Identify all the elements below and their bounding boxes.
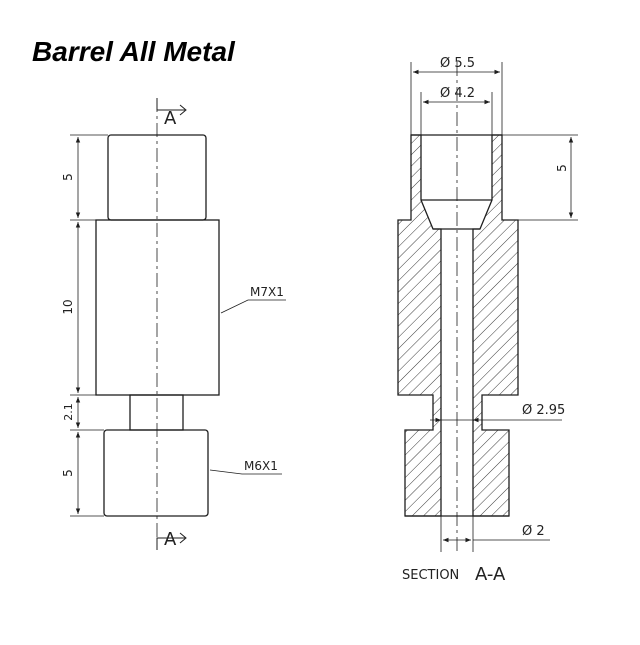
- thread-label-upper: M7X1: [250, 285, 284, 299]
- section-view: [397, 62, 578, 555]
- drawing-title: Barrel All Metal: [32, 36, 235, 67]
- leader-thread-upper: [220, 299, 286, 314]
- dim-label-bottom-length: 5: [61, 469, 75, 477]
- thread-label-lower: M6X1: [244, 459, 278, 473]
- section-view-labels: Ø 5.5 Ø 4.2 5 Ø 2.95 Ø 2 SECTION A-A: [402, 56, 569, 585]
- section-marker-bottom-line: [156, 537, 185, 550]
- dim-label-top-length: 5: [61, 173, 75, 181]
- section-marker-bottom-arrow: [179, 532, 187, 544]
- section-marker-top-label: A: [164, 108, 177, 129]
- section-wall-left: [397, 134, 442, 517]
- dim-label-middle-length: 10: [61, 299, 75, 314]
- left-extension-lines: [70, 134, 108, 517]
- section-marker-top-arrow: [179, 104, 187, 116]
- dim-label-exit-diameter: Ø 2: [522, 524, 545, 539]
- bottom-cylinder: [103, 429, 209, 517]
- leader-thread-lower: [209, 469, 282, 475]
- side-view-labels: A A 5 10 2.1 5 M7X1 M6X1: [61, 108, 284, 550]
- neck-section: [129, 394, 184, 431]
- middle-hex-section: [95, 219, 220, 396]
- dim-label-section-top-length: 5: [555, 164, 569, 172]
- side-view: [70, 98, 286, 550]
- dim-label-neck-length: 2.1: [62, 403, 75, 421]
- dim-label-bore-diameter: Ø 2.95: [522, 403, 565, 418]
- section-caption: SECTION: [402, 568, 459, 583]
- section-caption-id: A-A: [475, 564, 506, 585]
- section-marker-top-line: [156, 98, 185, 111]
- dim-label-outer-diameter: Ø 5.5: [440, 56, 475, 71]
- section-marker-bottom-label: A: [164, 529, 177, 550]
- dim-label-inner-diameter: Ø 4.2: [440, 86, 475, 101]
- section-wall-right: [472, 134, 519, 517]
